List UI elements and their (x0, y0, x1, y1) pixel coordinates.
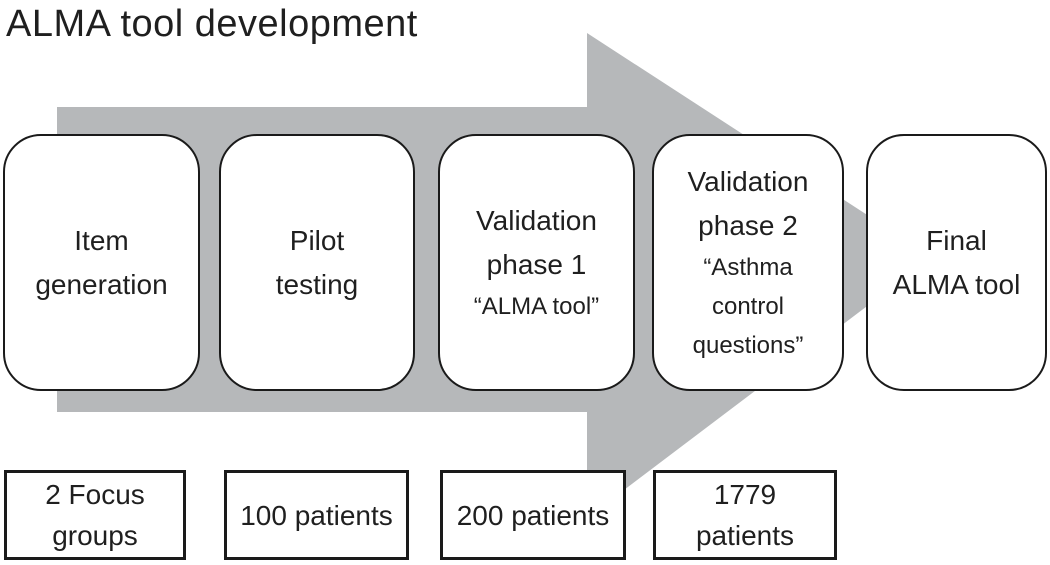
stage-label-line: Pilot (289, 224, 345, 256)
stage-label-line: ALMA tool (892, 268, 1021, 300)
stage-pilot-testing: Pilot testing (219, 134, 415, 391)
diagram-title: ALMA tool development (6, 3, 418, 45)
count-label-line: 200 patients (456, 499, 610, 531)
stage-quote-line: “Asthma (703, 254, 793, 281)
stage-label-line: phase 1 (486, 249, 587, 280)
stage-quote-line: control (711, 293, 785, 320)
count-box-focus-groups: 2 Focus groups (4, 470, 186, 560)
stage-quote-line: questions” (692, 332, 804, 359)
stage-quote-line: “ALMA tool” (473, 293, 600, 320)
stage-label-line: Validation (476, 205, 597, 236)
stage-validation-phase-1: Validation phase 1 “ALMA tool” (438, 134, 635, 391)
count-box-1779-patients: 1779 patients (653, 470, 837, 560)
count-label-line: groups (52, 520, 138, 551)
stage-label-line: testing (275, 268, 359, 300)
stage-label-line: generation (35, 268, 168, 300)
stage-label-line: Validation (687, 166, 809, 197)
stage-final-alma-tool: Final ALMA tool (866, 134, 1047, 391)
count-label-line: patients (695, 520, 795, 551)
count-label-line: 2 Focus (45, 479, 145, 510)
count-box-200-patients: 200 patients (440, 470, 626, 560)
count-label-line: 100 patients (240, 499, 393, 531)
stage-label-line: Final (926, 224, 987, 256)
count-box-100-patients: 100 patients (224, 470, 409, 560)
count-label-line: 1779 (713, 479, 777, 510)
stage-validation-phase-2: Validation phase 2 “Asthma control quest… (652, 134, 844, 391)
stage-item-generation: Item generation (3, 134, 200, 391)
stage-label-line: phase 2 (698, 210, 798, 241)
stage-label-line: Item (74, 224, 129, 256)
